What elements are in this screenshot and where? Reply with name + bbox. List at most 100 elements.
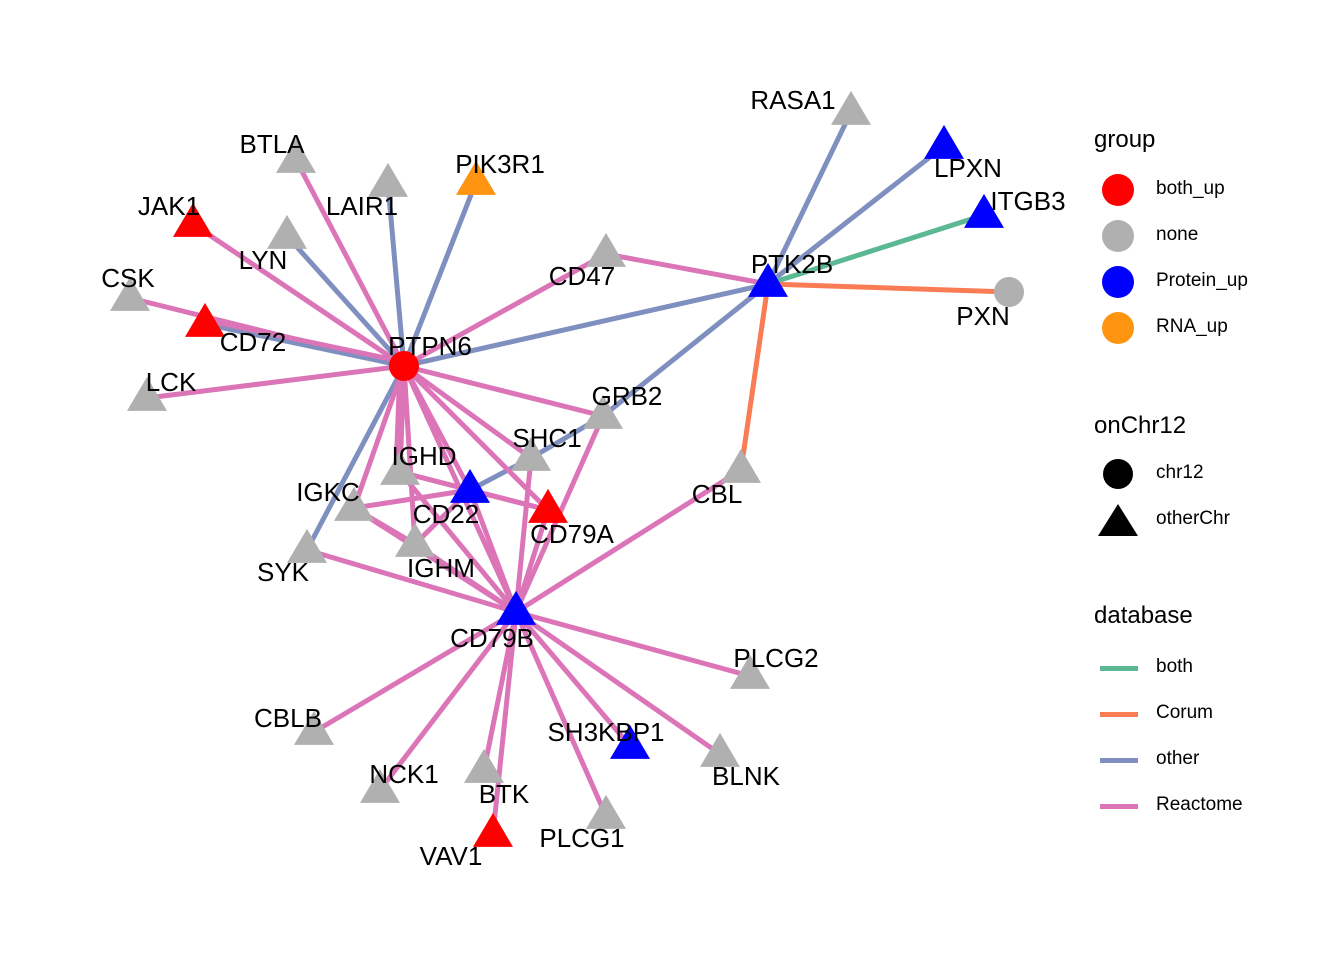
legend-triangle-icon [1098, 504, 1138, 536]
node-lair1 [368, 162, 408, 197]
edge-ptpn6-igkc [351, 365, 407, 509]
edge-ptpn6-lck [146, 363, 405, 401]
node-label-ighm: IGHM [407, 553, 475, 583]
legend-label: both [1156, 656, 1193, 677]
node-pxn [994, 277, 1024, 307]
legend-label: none [1156, 224, 1199, 245]
edges-layer [129, 110, 1010, 835]
node-lyn [267, 214, 307, 249]
edge-cd79b-vav1 [490, 611, 519, 835]
edge-ptpn6-cd79a [402, 364, 550, 512]
node-label-cd22: CD22 [413, 499, 479, 529]
edge-cd79b-plcg2 [515, 609, 751, 679]
edge-ptpn6-lair1 [385, 183, 407, 367]
labels-layer: PTPN6PTK2BCD79BRASA1LPXNITGB3PXNBTLAPIK3… [101, 85, 1065, 871]
edge-ptpn6-pik3r1 [401, 181, 479, 367]
node-grb2 [583, 394, 623, 429]
legend-item-chr12: chr12 [1094, 456, 1334, 492]
node-label-ighd: IGHD [392, 441, 457, 471]
node-label-pik3r1: PIK3R1 [455, 149, 545, 179]
node-label-ptk2b: PTK2B [751, 249, 833, 279]
legend-item-both-up: both_up [1094, 172, 1334, 208]
node-label-csk: CSK [101, 263, 155, 293]
edge-cd79b-syk [306, 547, 517, 615]
edge-ptpn6-cd72 [204, 321, 405, 369]
edge-cd79b-cblb [312, 609, 518, 735]
legend-line-both [1100, 666, 1138, 671]
node-label-lyn: LYN [239, 245, 288, 275]
legend-item-both: both [1094, 650, 1334, 686]
node-itgb3 [964, 193, 1004, 228]
node-label-syk: SYK [257, 557, 310, 587]
edge-cd79b-cd22 [467, 489, 519, 613]
nodes-layer [110, 90, 1024, 847]
legend-circle-icon [1103, 459, 1133, 489]
node-btk [464, 748, 504, 783]
edge-ptk2b-ptpn6 [403, 281, 769, 369]
legend-label: Protein_up [1156, 270, 1248, 291]
edge-ptpn6-lyn [285, 234, 406, 368]
node-nck1 [360, 768, 400, 803]
node-label-grb2: GRB2 [592, 381, 663, 411]
node-plcg2 [730, 654, 770, 689]
node-sh3kbp1 [610, 724, 650, 759]
legend-label: Corum [1156, 702, 1214, 723]
node-label-lair1: LAIR1 [326, 191, 398, 221]
node-label-jak1: JAK1 [138, 191, 200, 221]
node-label-nck1: NCK1 [369, 759, 438, 789]
node-label-igkc: IGKC [296, 477, 360, 507]
legend-swatch-none [1102, 220, 1134, 252]
edge-ptpn6-ighd [393, 365, 403, 472]
edge-cd79b-sh3kbp1 [514, 610, 632, 748]
legend-title-database: database [1094, 602, 1193, 629]
node-shc1 [511, 436, 551, 471]
node-syk [287, 528, 327, 563]
edge-ptk2b-cd47 [605, 251, 769, 287]
node-label-sh3kbp1: SH3KBP1 [547, 717, 664, 747]
edge-ptpn6-jak1 [191, 221, 406, 369]
edge-ptk2b-cbl [738, 283, 771, 471]
node-ighm [395, 522, 435, 557]
node-label-cd72: CD72 [220, 327, 286, 357]
legend-title-group: group [1094, 126, 1156, 153]
edge-igkc-cd22 [353, 487, 471, 511]
legend-line-corum [1100, 712, 1138, 717]
legend-label: other [1156, 748, 1200, 769]
legend-label: chr12 [1156, 462, 1204, 483]
node-blnk [700, 732, 740, 767]
legend-title-onchr12: onChr12 [1094, 412, 1187, 439]
node-cd22 [450, 468, 490, 503]
legend-swatch-protein_up [1102, 266, 1134, 298]
edge-ptk2b-rasa1 [765, 110, 854, 286]
node-label-itgb3: ITGB3 [990, 186, 1065, 216]
node-label-plcg2: PLCG2 [733, 643, 818, 673]
node-label-cd79a: CD79A [530, 519, 614, 549]
node-label-btk: BTK [479, 779, 530, 809]
node-igkc [334, 486, 374, 521]
node-label-vav1: VAV1 [420, 841, 483, 871]
legend-label: Reactome [1156, 794, 1243, 815]
node-lck [127, 376, 167, 411]
node-jak1 [173, 202, 213, 237]
legend-label: both_up [1156, 178, 1225, 199]
legend-item-other: other [1094, 742, 1334, 778]
node-cd79a [528, 488, 568, 523]
edge-ptk2b-lpxn [766, 144, 946, 286]
legend-item-none: none [1094, 218, 1334, 254]
edge-ptpn6-syk [304, 364, 407, 552]
node-ighd [380, 450, 420, 485]
node-label-lck: LCK [146, 367, 197, 397]
edge-ptpn6-ighm [401, 365, 418, 545]
node-ptk2b [748, 262, 788, 297]
legend-item-protein-up: Protein_up [1094, 264, 1334, 300]
edge-ptpn6-grb2 [403, 363, 604, 419]
edge-cd79b-shc1 [513, 457, 534, 613]
legend-line-reactome [1100, 804, 1138, 809]
node-cd47 [586, 232, 626, 267]
node-cd79b [496, 590, 536, 625]
node-lpxn [924, 124, 964, 159]
node-cd72 [185, 302, 225, 337]
edge-ptk2b-pxn [767, 281, 1010, 295]
node-plcg1 [586, 794, 626, 829]
